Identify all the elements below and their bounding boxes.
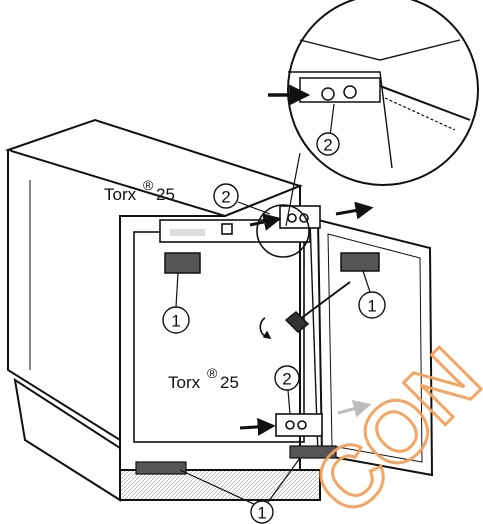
- svg-text:®: ®: [143, 177, 154, 193]
- arrow-bottom-hinge-right: [239, 417, 276, 436]
- callout-1-base: 1: [179, 457, 301, 524]
- callout-1-door: 1: [358, 270, 386, 319]
- svg-text:®: ®: [207, 365, 218, 381]
- cover-blocks: [135, 252, 380, 475]
- svg-text:25: 25: [156, 185, 175, 204]
- svg-text:2: 2: [323, 136, 332, 155]
- callout-2-bottom: 2: [274, 365, 300, 415]
- arrow-top-bar-right: [249, 213, 282, 231]
- svg-text:25: 25: [220, 373, 239, 392]
- cover-block-door: [340, 252, 380, 272]
- torx-label-top: Torx ® 25: [104, 177, 175, 204]
- svg-text:1: 1: [171, 312, 180, 331]
- svg-text:Torx: Torx: [104, 185, 137, 204]
- arrow-top-hinge-right: [335, 201, 374, 220]
- svg-text:1: 1: [257, 504, 266, 523]
- arrows: [239, 201, 374, 436]
- svg-text:1: 1: [367, 297, 376, 316]
- svg-text:2: 2: [221, 188, 230, 207]
- cabinet: [4, 118, 321, 502]
- arrow-bottom-gray: [337, 400, 372, 418]
- bottom-hinge: [275, 413, 323, 437]
- cover-block-left: [164, 252, 201, 274]
- svg-text:2: 2: [282, 370, 291, 389]
- screwdriver: [259, 281, 351, 339]
- torx-label-bottom: Torx ® 25: [168, 365, 239, 392]
- callout-2-top: 2: [213, 183, 271, 215]
- svg-text:Torx: Torx: [168, 373, 201, 392]
- cover-block-base-right: [289, 445, 337, 459]
- cover-block-base-left: [135, 461, 187, 475]
- callout-1-left: 1: [162, 272, 190, 334]
- callout-2-zoom: 2: [316, 103, 340, 156]
